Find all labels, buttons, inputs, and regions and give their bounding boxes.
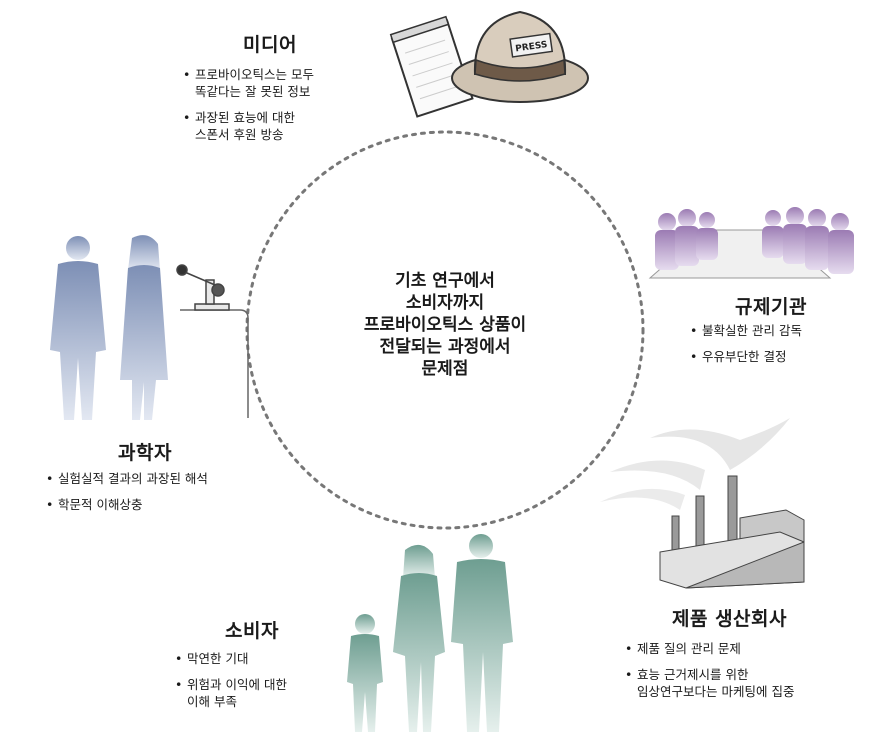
consumer-list: 막연한 기대 위험과 이익에 대한 이해 부족 [175, 650, 287, 719]
notepad-icon [389, 15, 474, 118]
scientist-item: 실험실적 결과의 과장된 해석 [46, 470, 208, 487]
media-list: 프로바이오틱스는 모두 똑같다는 잘 못된 정보 과장된 효능에 대한 스폰서 … [183, 66, 314, 152]
manufacturer-item: 효능 근거제시를 위한 임상연구보다는 마케팅에 집중 [625, 666, 794, 700]
press-label: PRESS [515, 40, 548, 54]
press-hat-icon: PRESS [451, 10, 589, 103]
manufacturer-item: 제품 질의 관리 문제 [625, 640, 794, 657]
regulator-item: 우유부단한 결정 [690, 348, 802, 365]
factory-icon [600, 418, 805, 589]
manufacturer-title: 제품 생산회사 [672, 608, 787, 630]
regulator-meeting-icon [648, 207, 854, 279]
family-icon [347, 534, 513, 732]
manufacturer-list: 제품 질의 관리 문제 효능 근거제시를 위한 임상연구보다는 마케팅에 집중 [625, 640, 794, 709]
scientist-title: 과학자 [118, 442, 172, 464]
media-item: 과장된 효능에 대한 스폰서 후원 방송 [183, 109, 314, 143]
consumer-item: 위험과 이익에 대한 이해 부족 [175, 676, 287, 710]
regulator-item: 불확실한 관리 감독 [690, 322, 802, 339]
scientist-item: 학문적 이해상충 [46, 496, 208, 513]
scientist-list: 실험실적 결과의 과장된 해석 학문적 이해상충 [46, 470, 208, 522]
center-title: 기초 연구에서 소비자까지 프로바이오틱스 상품이 전달되는 과정에서 문제점 [363, 271, 527, 379]
media-title: 미디어 [243, 34, 297, 56]
consumer-title: 소비자 [225, 620, 279, 642]
media-item: 프로바이오틱스는 모두 똑같다는 잘 못된 정보 [183, 66, 314, 100]
regulator-list: 불확실한 관리 감독 우유부단한 결정 [690, 322, 802, 374]
consumer-item: 막연한 기대 [175, 650, 287, 667]
regulator-title: 규제기관 [735, 296, 807, 318]
scientists-lab-icon [50, 235, 249, 420]
